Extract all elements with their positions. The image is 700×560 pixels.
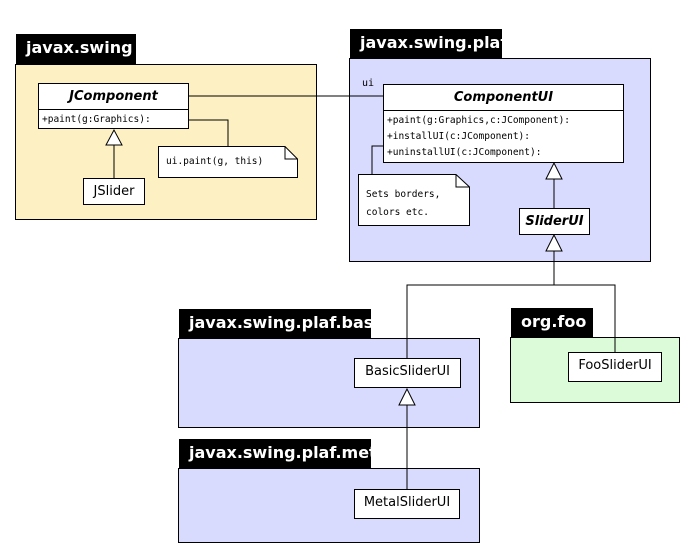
class-jcomponent-name: JComponent	[39, 84, 188, 110]
class-jslider-name: JSlider	[93, 184, 135, 199]
class-basicsliderui-name: BasicSliderUI	[365, 364, 450, 379]
class-jcomponent-ops: +paint(g:Graphics):	[39, 110, 188, 130]
note-paint-text: ui.paint(g, this)	[166, 156, 264, 167]
operation: +uninstallUI(c:JComponent):	[387, 147, 542, 158]
class-jcomponent: JComponent +paint(g:Graphics):	[38, 83, 189, 129]
class-metalsliderui: MetalSliderUI	[354, 489, 460, 519]
class-sliderui: SliderUI	[519, 208, 590, 235]
class-foosliderui: FooSliderUI	[568, 352, 662, 382]
class-componentui-ops: +paint(g:Graphics,c:JComponent): +instal…	[384, 111, 623, 163]
operation: +paint(g:Graphics,c:JComponent):	[387, 115, 571, 126]
metal-generalization-arrow	[398, 387, 416, 406]
package-tab-org-foo: org.foo	[511, 308, 593, 338]
class-sliderui-name: SliderUI	[525, 214, 584, 229]
class-componentui-name: ComponentUI	[384, 85, 623, 111]
operation: +installUI(c:JComponent):	[387, 131, 530, 142]
package-tab-javax-swing-plaf: javax.swing.plaf	[350, 29, 507, 59]
paint-note-link	[189, 119, 229, 146]
package-javax-swing-plaf-metal	[178, 468, 480, 543]
class-metalsliderui-name: MetalSliderUI	[363, 495, 451, 510]
sliderui-generalization-arrow	[545, 161, 563, 180]
slider-subclass-arrow	[545, 233, 563, 252]
class-foosliderui-name: FooSliderUI	[578, 358, 652, 373]
note-borders-text: Sets borders, colors etc.	[366, 186, 440, 222]
note-paint-shape	[158, 146, 298, 178]
class-basicsliderui: BasicSliderUI	[354, 358, 461, 388]
basic-sliderui-link	[406, 284, 554, 358]
note-borders-line: colors etc.	[366, 207, 429, 218]
operation: +paint(g:Graphics):	[42, 114, 151, 125]
note-borders-line: Sets borders,	[366, 189, 441, 200]
class-componentui: ComponentUI +paint(g:Graphics,c:JCompone…	[383, 84, 624, 163]
package-tab-javax-swing: javax.swing	[16, 34, 136, 64]
class-jslider: JSlider	[83, 178, 145, 205]
foo-sliderui-link	[554, 284, 616, 352]
note-borders-shape	[358, 174, 470, 226]
association-ui-label: ui	[362, 78, 375, 89]
package-tab-javax-swing-plaf-basic: javax.swing.plaf.basic	[179, 309, 388, 339]
jslider-generalization-arrow	[105, 128, 123, 146]
borders-note-link	[371, 145, 383, 174]
package-tab-javax-swing-plaf-metal: javax.swing.plaf.metal	[179, 439, 393, 469]
